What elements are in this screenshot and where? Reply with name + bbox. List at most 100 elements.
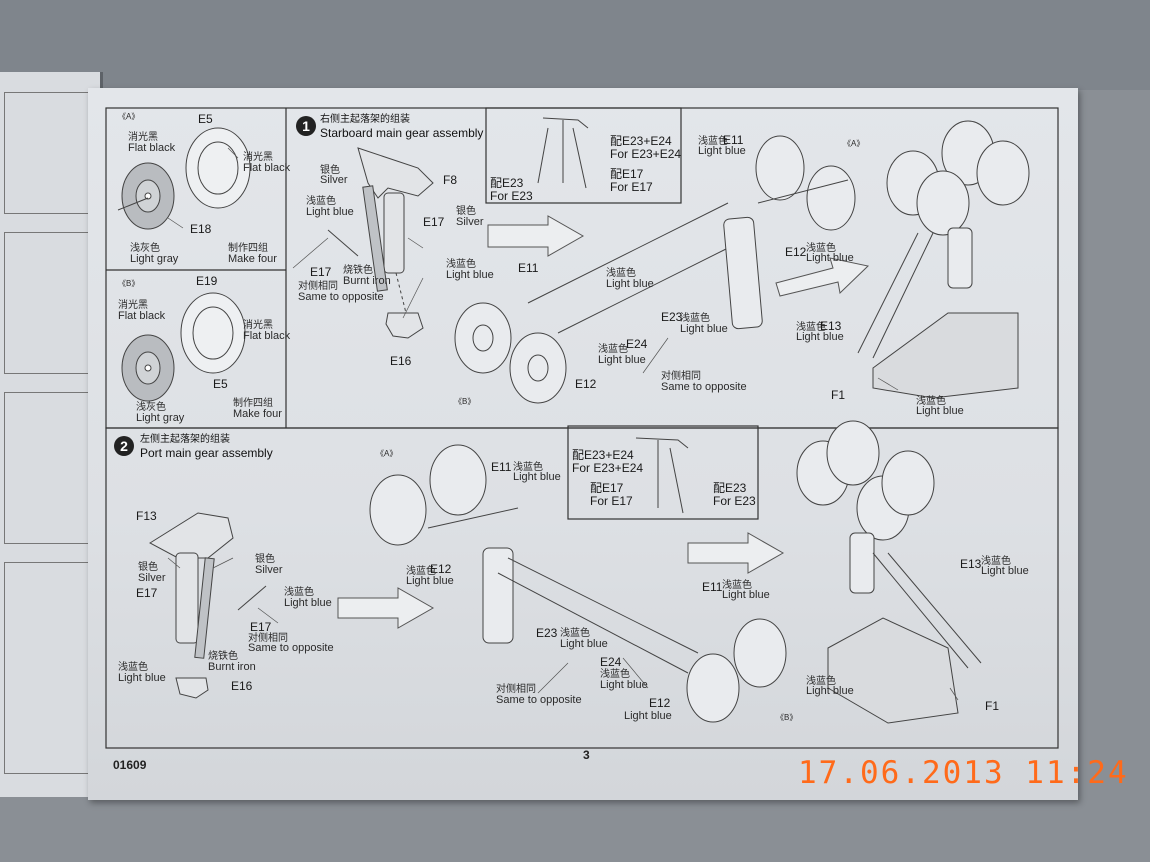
label-cn: 浅蓝色	[806, 676, 836, 687]
part-e24: E24	[626, 337, 648, 351]
part-e11: E11	[518, 261, 539, 275]
part-e17: E17	[310, 265, 332, 279]
paint-label: Flat black	[243, 330, 291, 342]
paint-label: Burnt iron	[208, 661, 256, 673]
tag-a: 《A》	[376, 449, 398, 458]
flow-arrows	[337, 215, 870, 629]
box-b-tag: 《B》	[118, 279, 140, 288]
label-cn: 浅蓝色	[306, 196, 336, 207]
paint-label: Flat black	[128, 142, 176, 154]
part-e12: E12	[649, 696, 671, 710]
paint-label: Light blue	[680, 323, 728, 335]
part-e23: E23	[536, 626, 558, 640]
part-e11: E11	[723, 133, 744, 147]
label-cn: 消光黑	[118, 300, 148, 311]
label-cn: 制作四组	[228, 243, 268, 254]
note-label: Same to opposite	[248, 642, 334, 654]
inset-note: 配E17	[590, 481, 624, 495]
label-cn: 浅蓝色	[606, 268, 636, 279]
part-e24: E24	[600, 655, 622, 669]
label-cn: 对侧相同	[661, 371, 701, 382]
paint-label: Light blue	[513, 471, 561, 483]
note-label: Same to opposite	[496, 694, 582, 706]
label-cn: 消光黑	[243, 320, 273, 331]
part-e17: E17	[423, 215, 445, 229]
kit-number: 01609	[113, 758, 147, 772]
inset-note: For E17	[610, 180, 653, 194]
label-cn: 对侧相同	[298, 281, 338, 292]
label-cn: 浅蓝色	[600, 669, 630, 680]
part-e19: E19	[196, 274, 218, 288]
prev-page-diagram	[4, 92, 96, 214]
paint-label: Light blue	[118, 672, 166, 684]
note-label: Same to opposite	[298, 291, 384, 303]
part-e13: E13	[820, 319, 842, 333]
label-cn: 消光黑	[128, 132, 158, 143]
label-cn: 对侧相同	[496, 684, 536, 695]
label-cn: 消光黑	[243, 152, 273, 163]
label-cn: 浅蓝色	[680, 313, 710, 324]
part-e12: E12	[430, 562, 452, 576]
label-cn: 浅蓝色	[981, 556, 1011, 567]
label-cn: 烧铁色	[343, 265, 373, 276]
paint-label: Light blue	[406, 575, 454, 587]
paint-label: Light blue	[806, 252, 854, 264]
part-e11: E11	[702, 580, 723, 594]
instruction-page: 1 右侧主起落架的组装 Starboard main gear assembly…	[88, 88, 1078, 800]
label-cn: 银色	[138, 562, 158, 573]
label-cn: 对侧相同	[248, 633, 288, 644]
label-cn: 浅蓝色	[916, 396, 946, 407]
prev-page-diagram	[4, 392, 96, 544]
part-f13: F13	[136, 509, 157, 523]
prev-page-diagram	[4, 562, 96, 774]
box-a-tag: 《A》	[118, 112, 140, 121]
paint-label: Light blue	[981, 565, 1029, 577]
note-label: Same to opposite	[661, 381, 747, 393]
label-cn: 制作四组	[233, 398, 273, 409]
part-e16: E16	[231, 679, 253, 693]
tag-a: 《A》	[843, 139, 865, 148]
paint-label: Light blue	[306, 206, 354, 218]
paint-label: Light blue	[624, 710, 672, 722]
paint-label: Silver	[138, 572, 166, 584]
paint-label: Light blue	[796, 331, 844, 343]
paint-label: Light blue	[722, 589, 770, 601]
part-e16: E16	[390, 354, 412, 368]
label-cn: 浅蓝色	[284, 587, 314, 598]
label-cn: 银色	[255, 554, 275, 565]
part-e11: E11	[491, 460, 512, 474]
part-e12: E12	[575, 377, 597, 391]
label-cn: 浅蓝色	[560, 628, 590, 639]
paint-label: Light blue	[598, 354, 646, 366]
part-e5: E5	[213, 377, 228, 391]
label-cn: 银色	[320, 165, 340, 176]
label-cn: 银色	[456, 206, 476, 217]
step2-strut-drawing	[149, 512, 267, 699]
inset-note: For E23	[713, 494, 756, 508]
inset-note: 配E23+E24	[610, 134, 672, 148]
part-e18: E18	[190, 222, 212, 236]
inset-note: For E17	[590, 494, 633, 508]
part-e12: E12	[785, 245, 807, 259]
inset-note: For E23	[490, 189, 533, 203]
paint-label: Silver	[320, 174, 348, 186]
wheel-a-drawing	[117, 127, 251, 230]
camera-date-stamp: 17.06.2013 11:24	[798, 755, 1129, 791]
part-e23: E23	[661, 310, 683, 324]
inset-note: For E23+E24	[610, 147, 682, 161]
leader-lines	[167, 147, 959, 701]
part-e17: E17	[250, 620, 272, 634]
paint-label: Light blue	[698, 145, 746, 157]
inset-note: 配E23	[490, 176, 524, 190]
part-f8: F8	[443, 173, 458, 187]
quantity-note: Make four	[233, 408, 282, 420]
wheel-b-drawing	[121, 292, 246, 402]
step2-title-cn: 左侧主起落架的组装	[140, 434, 230, 445]
part-e5: E5	[198, 112, 213, 126]
step2-axle-drawing	[369, 444, 787, 723]
label-cn: 浅蓝色	[446, 259, 476, 270]
tag-b: 《B》	[454, 397, 476, 406]
step1-title-cn: 右侧主起落架的组装	[320, 114, 410, 125]
label-cn: 浅蓝色	[406, 566, 436, 577]
paint-label: Light gray	[130, 253, 179, 265]
